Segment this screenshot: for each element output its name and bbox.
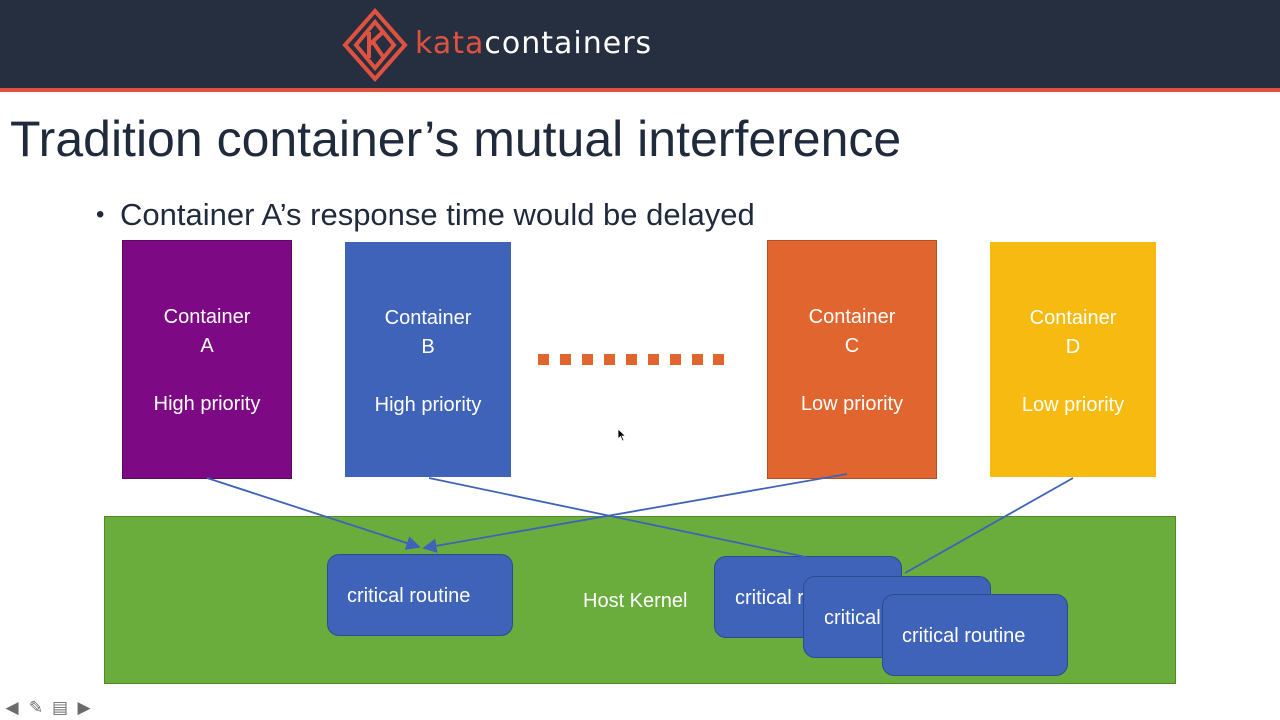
header-accent-stripe	[0, 88, 1280, 92]
container-priority: High priority	[153, 393, 261, 415]
container-priority: Low priority	[1021, 394, 1125, 416]
routine-label: critical routine	[347, 585, 471, 607]
arrow-right-icon[interactable]: ▶	[77, 698, 91, 718]
host-kernel-label: Host Kernel	[583, 590, 688, 612]
bullet-point: • Container A’s response time would be de…	[96, 196, 755, 234]
container-letter: C	[844, 335, 860, 357]
container-b-box: Container B High priority	[345, 242, 511, 477]
container-title: Container	[163, 306, 251, 328]
container-title: Container	[1029, 307, 1117, 329]
routine-label: critical routine	[902, 625, 1026, 647]
arrow-left-icon[interactable]: ◀	[5, 698, 19, 718]
logo-text-containers: containers	[484, 26, 653, 61]
logo-wordmark: katacontainers	[415, 26, 652, 62]
container-letter: B	[421, 336, 435, 358]
slides-menu-icon[interactable]: ▤	[51, 698, 69, 718]
logo-text-kata: kata	[415, 26, 485, 61]
container-letter: A	[200, 335, 214, 357]
bullet-dot: •	[96, 201, 105, 228]
container-d-box: Container D Low priority	[990, 242, 1156, 477]
kata-logo-icon	[342, 8, 408, 82]
critical-routine: critical routine	[882, 594, 1068, 676]
container-c-box: Container C Low priority	[767, 240, 937, 479]
pen-icon[interactable]: ✎	[28, 698, 44, 718]
slide-nav-toolbar: ◀ ✎ ▤ ▶	[2, 698, 98, 718]
critical-routine: critical routine	[327, 554, 513, 636]
container-priority: Low priority	[800, 393, 904, 415]
container-priority: High priority	[374, 394, 482, 416]
container-a-box: Container A High priority	[122, 240, 292, 479]
bullet-text: Container A’s response time would be del…	[120, 197, 755, 232]
kata-containers-logo: katacontainers	[342, 8, 662, 82]
header-bar: katacontainers	[0, 0, 1280, 88]
container-title: Container	[808, 306, 896, 328]
container-letter: D	[1065, 336, 1081, 358]
ellipsis-dots	[538, 354, 724, 366]
mouse-cursor-icon	[617, 428, 627, 442]
slide-title: Tradition container’s mutual interferenc…	[10, 111, 902, 167]
container-title: Container	[384, 307, 472, 329]
